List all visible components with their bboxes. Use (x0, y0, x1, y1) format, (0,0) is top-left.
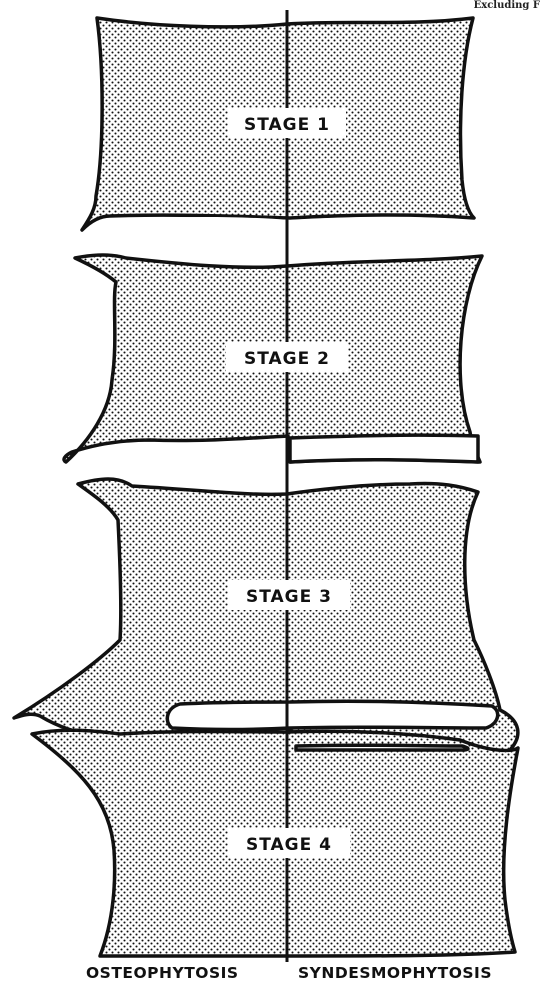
disc-space-3 (167, 701, 497, 729)
stage-label-4: STAGE 4 (228, 828, 350, 858)
stage-label-text-1: STAGE 1 (244, 115, 330, 135)
stage-label-2: STAGE 2 (226, 342, 348, 372)
label-osteophytosis: OSTEOPHYTOSIS (86, 964, 239, 982)
disc-space-2 (290, 435, 478, 462)
stage-label-3: STAGE 3 (228, 580, 350, 610)
stage-label-text-2: STAGE 2 (244, 349, 330, 369)
stage-label-text-3: STAGE 3 (246, 587, 332, 607)
label-syndesmophytosis: SYNDESMOPHYTOSIS (298, 964, 492, 982)
stage-label-1: STAGE 1 (228, 108, 346, 138)
corner-caption: Excluding F (474, 0, 540, 11)
disc-space-4 (296, 745, 468, 750)
stage-label-text-4: STAGE 4 (246, 835, 332, 855)
